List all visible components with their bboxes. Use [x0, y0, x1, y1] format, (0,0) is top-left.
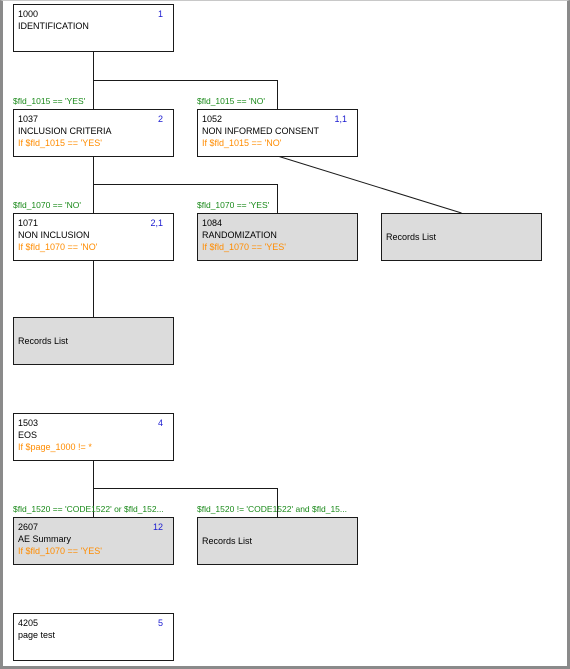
- page-node-1084[interactable]: 1084 RANDOMIZATION If $fld_1070 == 'YES': [197, 213, 358, 261]
- node-number: 1,1: [334, 114, 347, 124]
- node-code: 1503: [18, 418, 39, 428]
- node-title: NON INCLUSION: [18, 230, 90, 240]
- page-node-1503[interactable]: 1503 EOS If $page_1000 != * 4: [13, 413, 174, 461]
- edge-label: $fld_1070 == 'YES': [197, 200, 270, 210]
- records-list-node[interactable]: Records List: [381, 213, 542, 261]
- page-node-1071[interactable]: 1071 NON INCLUSION If $fld_1070 == 'NO' …: [13, 213, 174, 261]
- records-list-node[interactable]: Records List: [197, 517, 358, 565]
- edge-label: $fld_1015 == 'NO': [197, 96, 265, 106]
- records-list-label: Records List: [386, 232, 437, 242]
- edge-label: $fld_1520 != 'CODE1522' and $fld_15...: [197, 504, 347, 514]
- node-code: 1071: [18, 218, 39, 228]
- node-title: INCLUSION CRITERIA: [18, 126, 112, 136]
- node-condition: If $fld_1070 == 'YES': [202, 242, 286, 252]
- records-list-node[interactable]: Records List: [13, 317, 174, 365]
- node-code: 4205: [18, 618, 39, 628]
- node-condition: If $fld_1070 == 'YES': [18, 546, 102, 556]
- edge-label: $fld_1520 == 'CODE1522' or $fld_152...: [13, 504, 164, 514]
- edge-label: $fld_1015 == 'YES': [13, 96, 86, 106]
- node-number: 1: [157, 9, 163, 19]
- node-condition: If $page_1000 != *: [18, 442, 92, 452]
- node-code: 1037: [18, 114, 39, 124]
- records-list-label: Records List: [18, 336, 69, 346]
- node-number: 5: [157, 618, 163, 628]
- node-condition: If $fld_1015 == 'NO': [202, 138, 282, 148]
- page-node-1037[interactable]: 1037 INCLUSION CRITERIA If $fld_1015 == …: [13, 109, 174, 157]
- edge-label: $fld_1070 == 'NO': [13, 200, 81, 210]
- node-title: IDENTIFICATION: [18, 21, 89, 31]
- node-title: NON INFORMED CONSENT: [202, 126, 319, 136]
- node-code: 1000: [18, 9, 39, 19]
- node-number: 2,1: [150, 218, 163, 228]
- node-title: AE Summary: [18, 534, 72, 544]
- page-node-1000[interactable]: 1000 IDENTIFICATION 1: [13, 4, 174, 52]
- page-node-4205[interactable]: 4205 page test 5: [13, 613, 174, 661]
- page-node-2607[interactable]: 2607 AE Summary If $fld_1070 == 'YES' 12: [13, 517, 174, 565]
- node-title: RANDOMIZATION: [202, 230, 277, 240]
- node-code: 1052: [202, 114, 223, 124]
- node-code: 2607: [18, 522, 39, 532]
- node-title: EOS: [18, 430, 38, 440]
- node-title: page test: [18, 630, 56, 640]
- node-number: 4: [157, 418, 163, 428]
- records-list-label: Records List: [202, 536, 253, 546]
- node-condition: If $fld_1015 == 'YES': [18, 138, 102, 148]
- node-number: 12: [152, 522, 163, 532]
- node-condition: If $fld_1070 == 'NO': [18, 242, 98, 252]
- node-number: 2: [157, 114, 163, 124]
- node-code: 1084: [202, 218, 223, 228]
- page-node-1052[interactable]: 1052 NON INFORMED CONSENT If $fld_1015 =…: [197, 109, 358, 157]
